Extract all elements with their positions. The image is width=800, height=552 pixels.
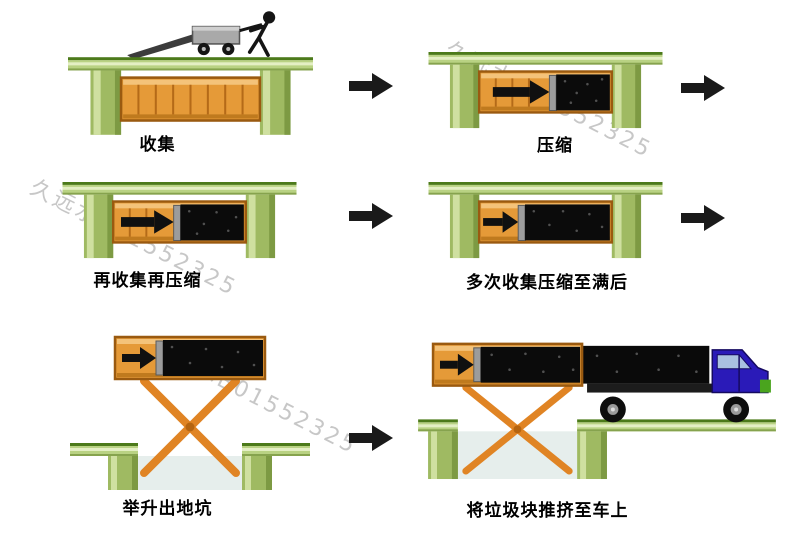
waste-block <box>480 346 581 383</box>
ground-surface <box>70 443 310 456</box>
step6-truck-illustration <box>418 342 776 480</box>
pusher-plate <box>473 347 482 383</box>
flow-arrow-icon <box>349 425 393 451</box>
cart <box>191 23 263 56</box>
ground-surface <box>68 57 313 71</box>
step1-label: 收集 <box>139 135 176 155</box>
push-arrow-icon <box>483 211 519 233</box>
ground-surface <box>62 182 297 195</box>
truck-window <box>716 354 753 370</box>
pusher-plate <box>517 204 526 241</box>
pit-wall-left <box>83 194 114 259</box>
step4-full-scene <box>428 182 663 264</box>
scissor-lift <box>140 377 240 477</box>
waste-container <box>431 342 584 387</box>
step2-compression-scene <box>428 52 663 134</box>
pit-wall-left <box>90 70 122 135</box>
flow-arrow-icon <box>349 73 393 99</box>
push-arrow-icon <box>122 347 156 369</box>
push-arrow-icon <box>121 210 174 234</box>
waste-block <box>525 204 610 241</box>
pit-wall-left <box>428 431 458 480</box>
pit-wall-right <box>577 431 607 480</box>
ground-surface <box>418 419 776 432</box>
step5-label: 举升出地坑 <box>122 499 213 519</box>
step4-full-illustration <box>428 182 663 259</box>
pit-wall-left <box>108 456 138 490</box>
pit-wall-right <box>259 70 291 135</box>
flow-arrow-icon <box>681 75 725 101</box>
pit-wall-right <box>611 64 642 129</box>
waste-block <box>556 74 610 111</box>
step6-truck-scene <box>418 322 776 485</box>
step2-label: 压缩 <box>537 136 573 156</box>
step2-compression-illustration <box>428 52 663 129</box>
ground-surface <box>428 52 663 65</box>
step1-collection-scene <box>68 6 313 141</box>
pusher-plate <box>173 204 181 241</box>
waste-block <box>180 204 244 241</box>
step5-lift-illustration <box>70 335 310 490</box>
waste-container <box>111 200 248 244</box>
step6-label: 将垃圾块推挤至车上 <box>466 501 629 521</box>
pusher-plate <box>155 340 164 376</box>
truck-wheel <box>723 396 750 423</box>
truck <box>582 345 771 423</box>
truck-bumper <box>759 379 771 393</box>
pit-wall-left <box>449 64 480 129</box>
waste-container <box>477 200 614 244</box>
waste-block-on-truck <box>582 345 710 384</box>
step3-label: 再收集再压缩 <box>93 271 202 291</box>
flow-arrow-icon <box>681 205 725 231</box>
waste-container <box>477 70 614 114</box>
ground-surface <box>428 182 663 195</box>
step4-label: 多次收集压缩至满后 <box>466 273 628 293</box>
pit-wall-right <box>245 194 276 259</box>
flow-arrow-icon <box>349 203 393 229</box>
pit-wall-right <box>242 456 272 490</box>
push-arrow-icon <box>492 80 550 104</box>
step3-recollect-scene <box>62 182 297 264</box>
step3-recompress-illustration <box>62 182 297 259</box>
pit-wall-right <box>611 194 642 259</box>
step5-lift-scene <box>70 325 310 494</box>
waste-block <box>163 340 263 376</box>
pusher-plate <box>548 74 557 111</box>
pit-interior <box>457 431 578 480</box>
truck-chassis <box>587 383 755 393</box>
scissor-lift <box>462 384 573 475</box>
worker-figure <box>247 11 276 57</box>
waste-container <box>119 76 262 122</box>
waste-container <box>113 335 267 381</box>
step1-collection-illustration <box>68 11 313 135</box>
pit-wall-left <box>449 194 480 259</box>
push-arrow-icon <box>439 353 474 376</box>
truck-wheel <box>599 396 626 423</box>
ramp-plank <box>127 33 199 60</box>
